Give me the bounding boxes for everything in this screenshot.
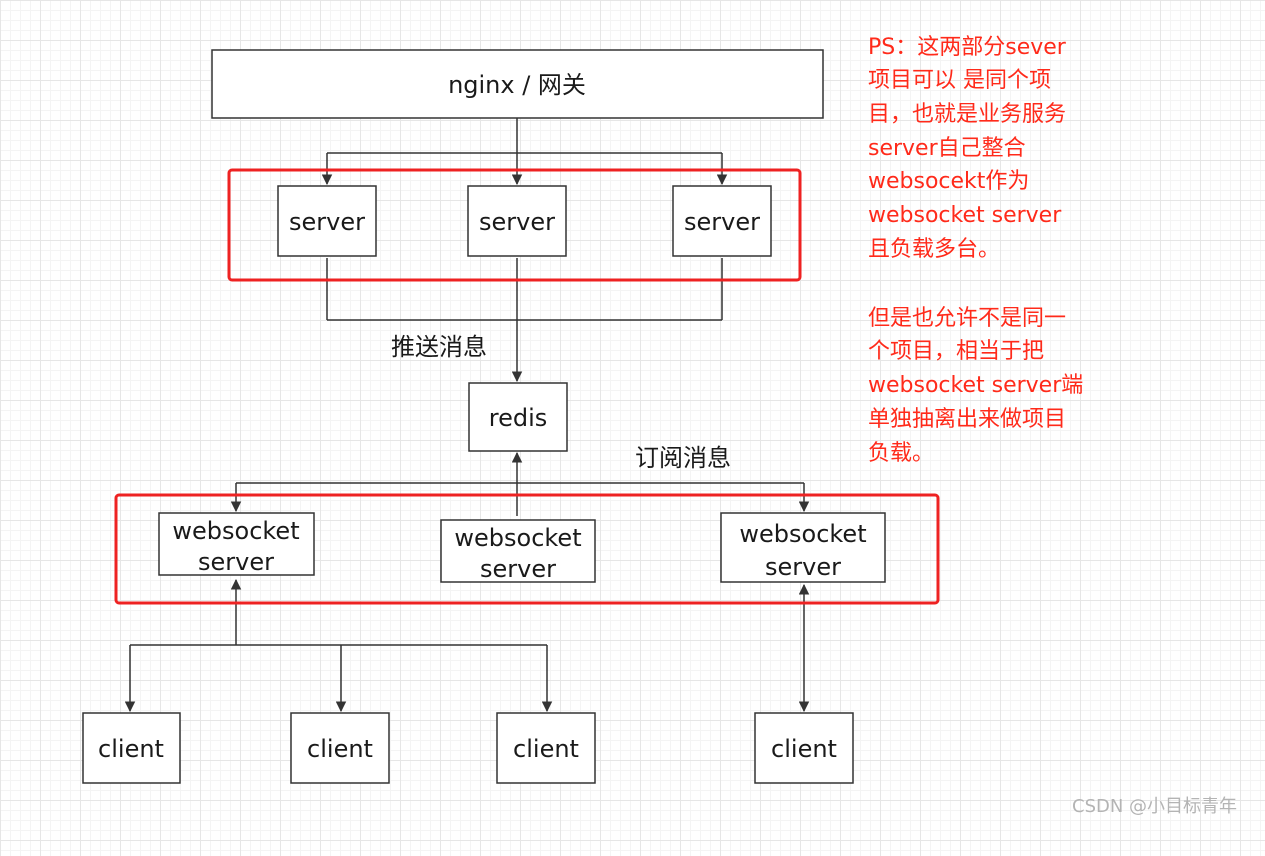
note-line: 目，也就是业务服务 bbox=[868, 102, 1066, 127]
server-label: server bbox=[289, 208, 365, 236]
push-message-label: 推送消息 bbox=[391, 333, 487, 361]
websocket-server-group-highlight bbox=[114, 493, 940, 605]
gateway-label: nginx / 网关 bbox=[448, 71, 586, 99]
note-line: 项目可以 是同个项 bbox=[868, 68, 1051, 93]
redis-node: redis bbox=[468, 382, 568, 452]
server-node-3: server bbox=[672, 185, 772, 257]
websocket-server-node-3: websocket server bbox=[720, 512, 886, 583]
subscribe-message-label: 订阅消息 bbox=[635, 444, 731, 472]
note-line: 负载。 bbox=[868, 441, 934, 466]
server-node-1: server bbox=[277, 185, 377, 257]
note-line: websocket server bbox=[868, 203, 1062, 228]
note-line: server自己整合 bbox=[868, 136, 1026, 161]
client-node-2: client bbox=[290, 712, 390, 784]
server-label: server bbox=[479, 208, 555, 236]
server-group-highlight bbox=[227, 168, 802, 282]
websocket-label: websocket bbox=[172, 517, 299, 545]
note-line: PS：这两部分sever bbox=[868, 35, 1067, 60]
websocket-server-label: server bbox=[480, 555, 556, 583]
note-line: 个项目，相当于把 bbox=[868, 339, 1044, 364]
websocket-server-node-1: websocket server bbox=[158, 512, 315, 576]
websocket-server-label: server bbox=[765, 553, 841, 581]
server-label: server bbox=[684, 208, 760, 236]
server-node-2: server bbox=[467, 185, 567, 257]
websocket-server-node-2: websocket server bbox=[440, 519, 596, 583]
watermark-text: CSDN @小目标青年 bbox=[1072, 796, 1237, 817]
client-node-1: client bbox=[82, 712, 181, 784]
note-line: 且负载多台。 bbox=[868, 237, 1000, 262]
note-line: 但是也允许不是同一 bbox=[868, 306, 1066, 331]
client-label: client bbox=[513, 735, 579, 763]
note-line: websocket server端 bbox=[868, 373, 1083, 398]
client-node-4: client bbox=[754, 712, 854, 784]
side-note: PS：这两部分sever 项目可以 是同个项 目，也就是业务服务 server自… bbox=[868, 35, 1083, 466]
websocket-server-label: server bbox=[198, 548, 274, 576]
redis-label: redis bbox=[489, 404, 548, 432]
client-label: client bbox=[771, 735, 837, 763]
websocket-label: websocket bbox=[739, 520, 866, 548]
gateway-node: nginx / 网关 bbox=[211, 49, 824, 119]
websocket-label: websocket bbox=[454, 524, 581, 552]
client-label: client bbox=[98, 735, 164, 763]
client-node-3: client bbox=[496, 712, 596, 784]
client-label: client bbox=[307, 735, 373, 763]
note-line: 单独抽离出来做项目 bbox=[868, 407, 1066, 432]
note-line: websocekt作为 bbox=[868, 169, 1029, 194]
